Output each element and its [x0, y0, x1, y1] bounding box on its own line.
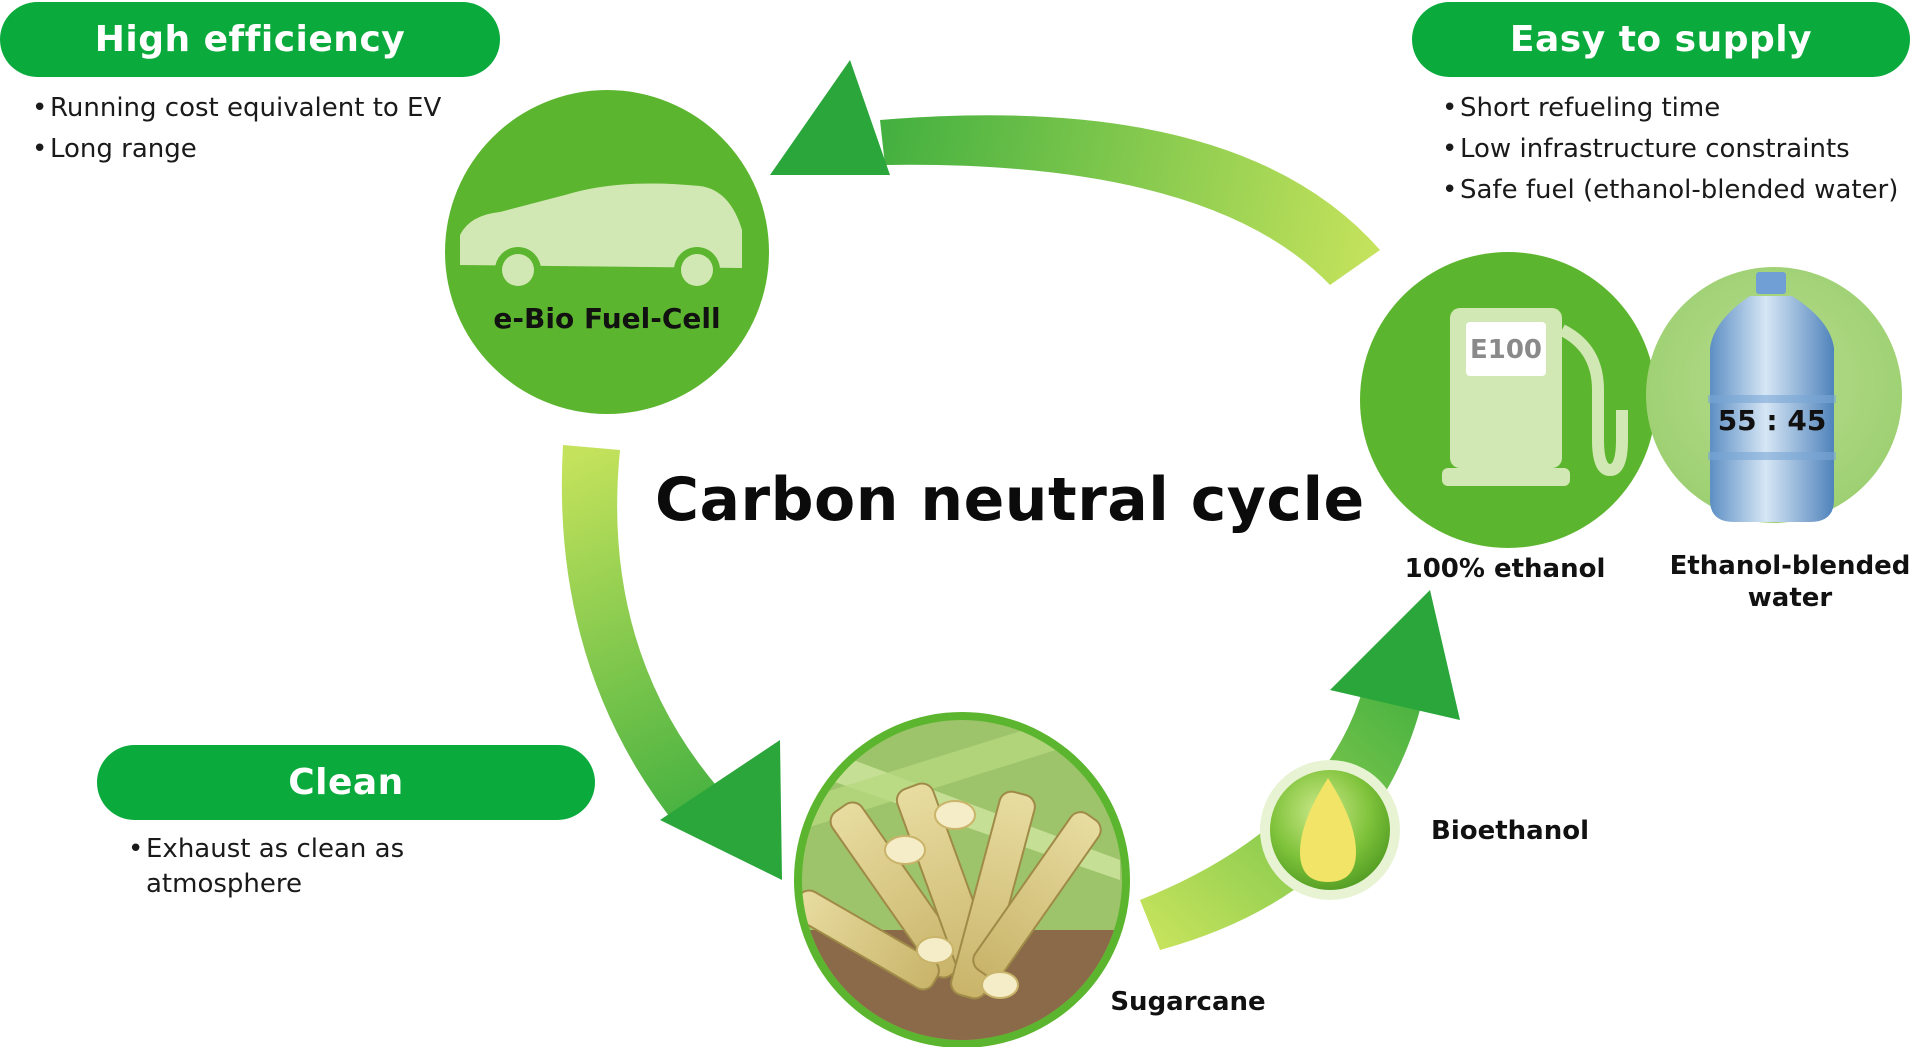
pump-label: E100	[1470, 335, 1542, 365]
list-item: Exhaust as clean as	[128, 832, 404, 867]
easy-to-supply-heading: Easy to supply	[1412, 2, 1910, 77]
water-jug-icon	[1708, 272, 1836, 522]
list-item: Low infrastructure constraints	[1442, 129, 1898, 170]
easy-to-supply-list: Short refueling time Low infrastructure …	[1442, 88, 1898, 211]
arrow-to-ethanol	[1140, 590, 1460, 950]
car-node-label: e-Bio Fuel-Cell	[493, 302, 720, 335]
water-label-line2: water	[1748, 583, 1833, 613]
bioethanol-node	[1260, 760, 1400, 900]
sugarcane-label: Sugarcane	[1110, 987, 1265, 1017]
diagram-title: Carbon neutral cycle	[655, 465, 1365, 535]
bioethanol-label: Bioethanol	[1431, 816, 1589, 846]
list-item: Short refueling time	[1442, 88, 1898, 129]
car-icon	[460, 183, 742, 293]
arrow-to-car	[770, 60, 1380, 285]
list-item: Safe fuel (ethanol-blended water)	[1442, 170, 1898, 211]
clean-heading: Clean	[97, 745, 595, 820]
water-label-line1: Ethanol-blended	[1670, 551, 1911, 581]
ratio-label: 55 : 45	[1718, 404, 1827, 437]
clean-list: Exhaust as clean as atmosphere	[128, 832, 404, 902]
list-item: Running cost equivalent to EV	[32, 88, 441, 129]
list-item: Long range	[32, 129, 441, 170]
high-efficiency-heading: High efficiency	[0, 2, 500, 77]
ethanol-label: 100% ethanol	[1405, 554, 1606, 584]
arrow-to-sugarcane	[561, 445, 782, 880]
sugarcane-node: Sugarcane	[794, 712, 1266, 1047]
water-node: 55 : 45 Ethanol-blended water	[1646, 267, 1910, 613]
fuel-pump-icon	[1442, 308, 1628, 486]
high-efficiency-list: Running cost equivalent to EV Long range	[32, 88, 441, 170]
droplet-icon	[1300, 778, 1356, 882]
ethanol-node: E100 100% ethanol	[1360, 252, 1656, 584]
car-node: e-Bio Fuel-Cell	[445, 90, 769, 414]
list-item-continuation: atmosphere	[146, 869, 302, 899]
